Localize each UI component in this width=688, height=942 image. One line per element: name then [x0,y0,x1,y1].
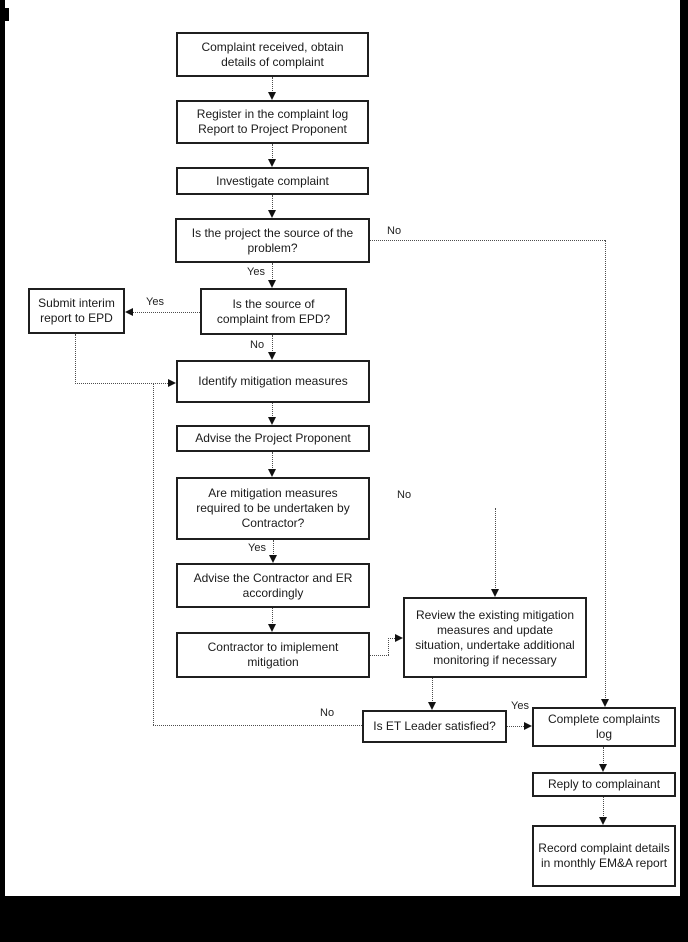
node-et-leader-satisfied: Is ET Leader satisfied? [362,710,507,743]
node-reply-complainant: Reply to complainant [532,772,676,797]
connector-advisecontractor-to-implement [272,608,273,625]
arrowhead-into-implement [268,624,276,632]
edge-label-mitigation-required-no: No [395,489,414,502]
arrowhead-into-sourceepd [268,280,276,288]
node-source-epd: Is the source of complaint from EPD? [200,288,347,335]
connector-jog-into-review [388,638,397,639]
connector-received-to-register [272,77,273,93]
connector-identify-to-advise [272,403,273,418]
connector-review-to-satisfied [432,678,433,703]
connector-project-no-right [370,240,605,241]
connector-source-yes-down [272,263,273,281]
node-project-source: Is the project the source of the problem… [175,218,370,263]
connector-interim-down [75,334,76,384]
arrowhead-into-identify-top [268,352,276,360]
node-register-log: Register in the complaint log Report to … [176,100,369,144]
connector-satisfied-no-left [153,725,362,726]
node-complaint-received: Complaint received, obtain details of co… [176,32,369,77]
connector-required-no-down [495,508,496,590]
scan-border-bottom [0,896,688,942]
connector-register-to-investigate [272,144,273,160]
connector-satisfied-yes-right [507,726,526,727]
connector-epd-no-down [272,335,273,353]
connector-reply-to-record [603,797,604,818]
arrowhead-into-completelog-top [601,699,609,707]
arrowhead-into-investigate [268,159,276,167]
arrowhead-into-review-top [491,589,499,597]
arrowhead-into-identify-left [168,379,176,387]
connector-required-yes-down [273,540,274,556]
connector-implement-jog-up [388,638,389,655]
arrowhead-into-review-left [395,634,403,642]
arrowhead-into-reply [599,764,607,772]
arrowhead-into-completelog-left [524,722,532,730]
node-investigate: Investigate complaint [176,167,369,195]
connector-project-no-down-right-side [605,240,606,700]
node-submit-interim: Submit interim report to EPD [28,288,125,334]
connector-satisfied-no-return-up [153,384,154,725]
connector-epd-yes-left [133,312,200,313]
node-contractor-implement: Contractor to imiplement mitigation [176,632,370,678]
scan-border-right [680,0,688,942]
arrowhead-into-required [268,469,276,477]
arrowhead-into-projectsource [268,210,276,218]
edge-label-et-satisfied-yes: Yes [509,700,531,713]
scan-border-left [0,0,5,942]
arrowhead-into-record [599,817,607,825]
edge-label-source-epd-no: No [248,339,267,352]
arrowhead-into-satisfied [428,702,436,710]
edge-label-source-epd-yes: Yes [144,296,166,309]
arrowhead-into-adviseproponent [268,417,276,425]
node-advise-proponent: Advise the Project Proponent [176,425,370,452]
node-record-details: Record complaint details in monthly EM&A… [532,825,676,887]
connector-advise-to-required [272,452,273,470]
connector-implement-to-review [370,655,389,656]
node-complete-log: Complete complaints log [532,707,676,747]
connector-investigate-to-source [272,195,273,211]
connector-into-identify [75,383,170,384]
arrowhead-into-register [268,92,276,100]
node-advise-contractor: Advise the Contractor and ER accordingly [176,563,370,608]
arrowhead-into-advisecontractor [269,555,277,563]
edge-label-project-source-no: No [385,225,404,238]
node-mitigation-required: Are mitigation measures required to be u… [176,477,370,540]
scan-border-left-notch [0,8,9,21]
node-review-existing: Review the existing mitigation measures … [403,597,587,678]
connector-completelog-to-reply [603,747,604,765]
edge-label-et-satisfied-no: No [318,707,337,720]
node-identify-mitigation: Identify mitigation measures [176,360,370,403]
edge-label-mitigation-required-yes: Yes [246,542,268,555]
edge-label-project-source-yes: Yes [245,266,267,279]
arrowhead-into-interim [125,308,133,316]
